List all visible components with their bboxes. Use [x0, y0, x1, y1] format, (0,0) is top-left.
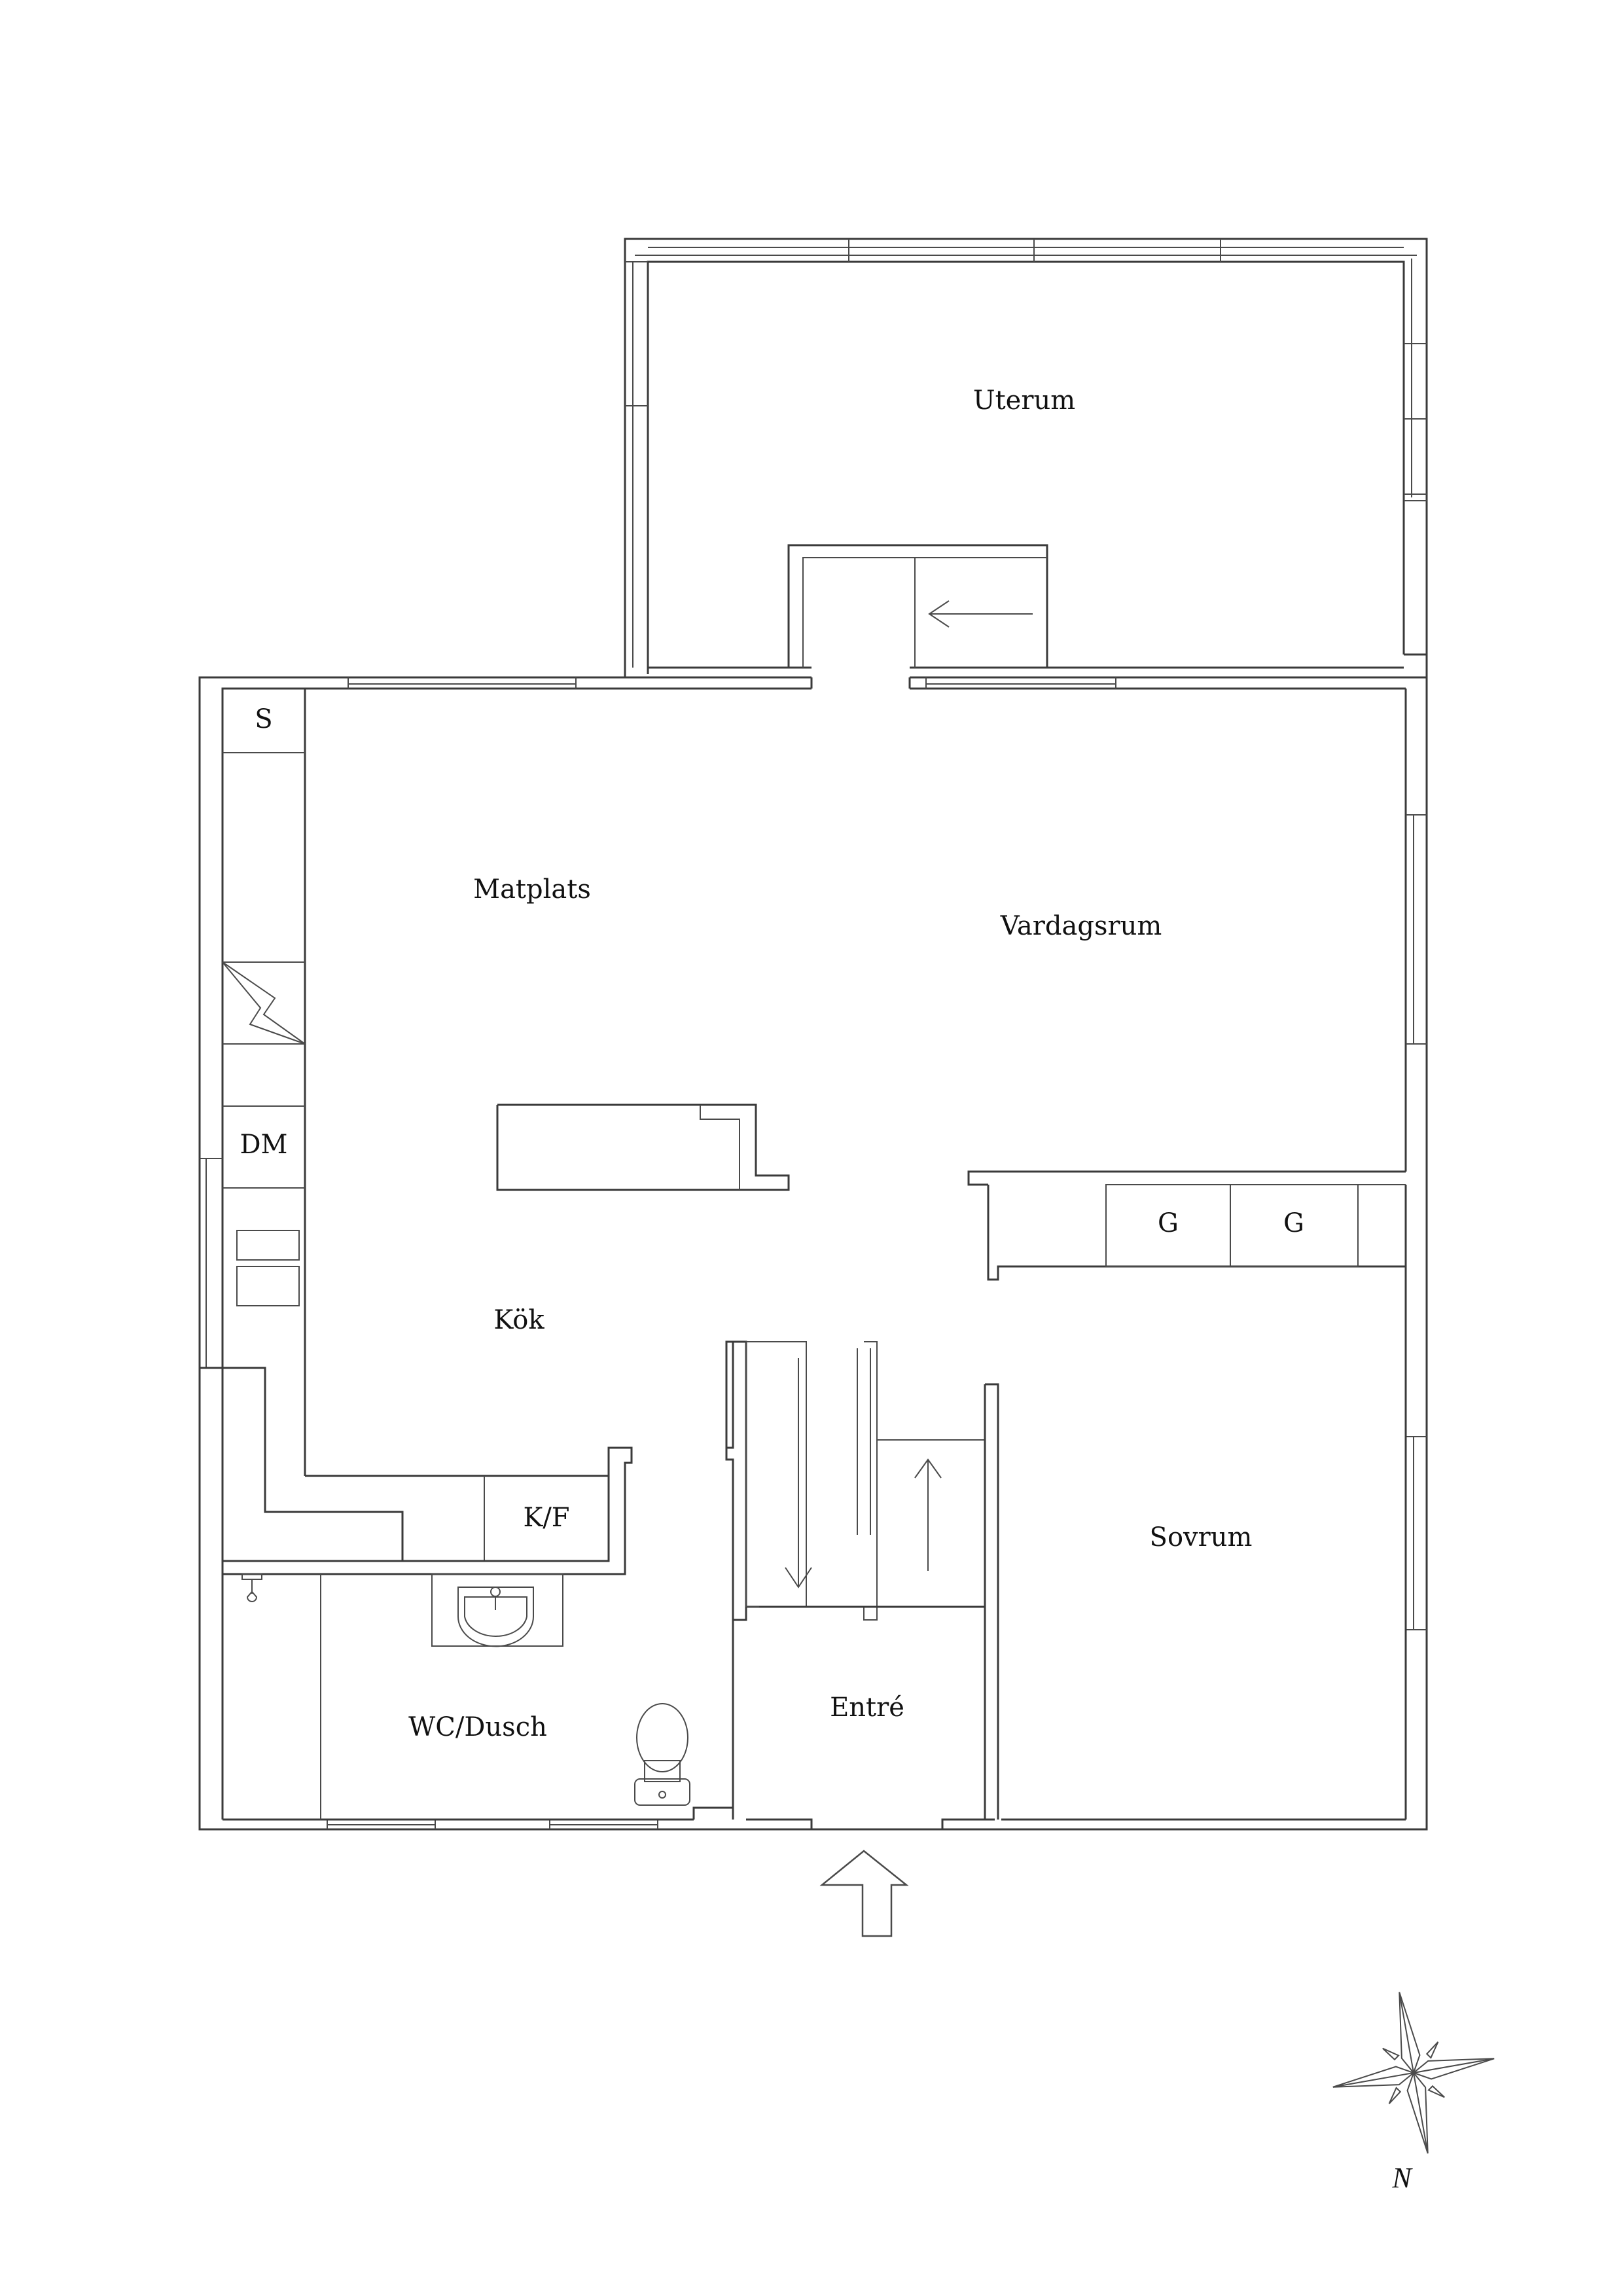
- compass-rose-icon: [1332, 1992, 1495, 2154]
- toilet-icon: [634, 1703, 690, 1806]
- kitchen-island: [496, 1103, 790, 1191]
- shower-head-icon: [241, 1573, 262, 1602]
- sink-icon: [431, 1573, 563, 1647]
- storage-label: S: [255, 704, 272, 734]
- compass-north-label: N: [1391, 2162, 1413, 2194]
- room-label-wc-dusch: WC/Dusch: [408, 1712, 547, 1742]
- room-label-vardagsrum: Vardagsrum: [1000, 911, 1162, 941]
- room-label-kok: Kök: [493, 1305, 544, 1335]
- kitchen-counter-left: [200, 689, 633, 1575]
- wardrobe-2-label: G: [1283, 1208, 1304, 1238]
- room-label-sovrum: Sovrum: [1150, 1522, 1253, 1552]
- room-label-matplats: Matplats: [473, 874, 591, 905]
- house-walls: [198, 668, 1428, 1831]
- room-label-entre: Entré: [830, 1693, 904, 1723]
- sliding-door-uterum: [787, 544, 1048, 668]
- fridge-freezer-label: K/F: [523, 1503, 569, 1533]
- wardrobe-1-label: G: [1158, 1208, 1179, 1238]
- dishwasher-label: DM: [240, 1130, 287, 1160]
- bathroom: [221, 1340, 746, 1820]
- entrance-hall: [725, 1340, 999, 1820]
- room-label-uterum: Uterum: [973, 386, 1075, 416]
- bedroom-wardrobes: [967, 1170, 1407, 1820]
- entrance-arrow-icon: [819, 1850, 909, 1937]
- uterum-walls: [624, 238, 1428, 677]
